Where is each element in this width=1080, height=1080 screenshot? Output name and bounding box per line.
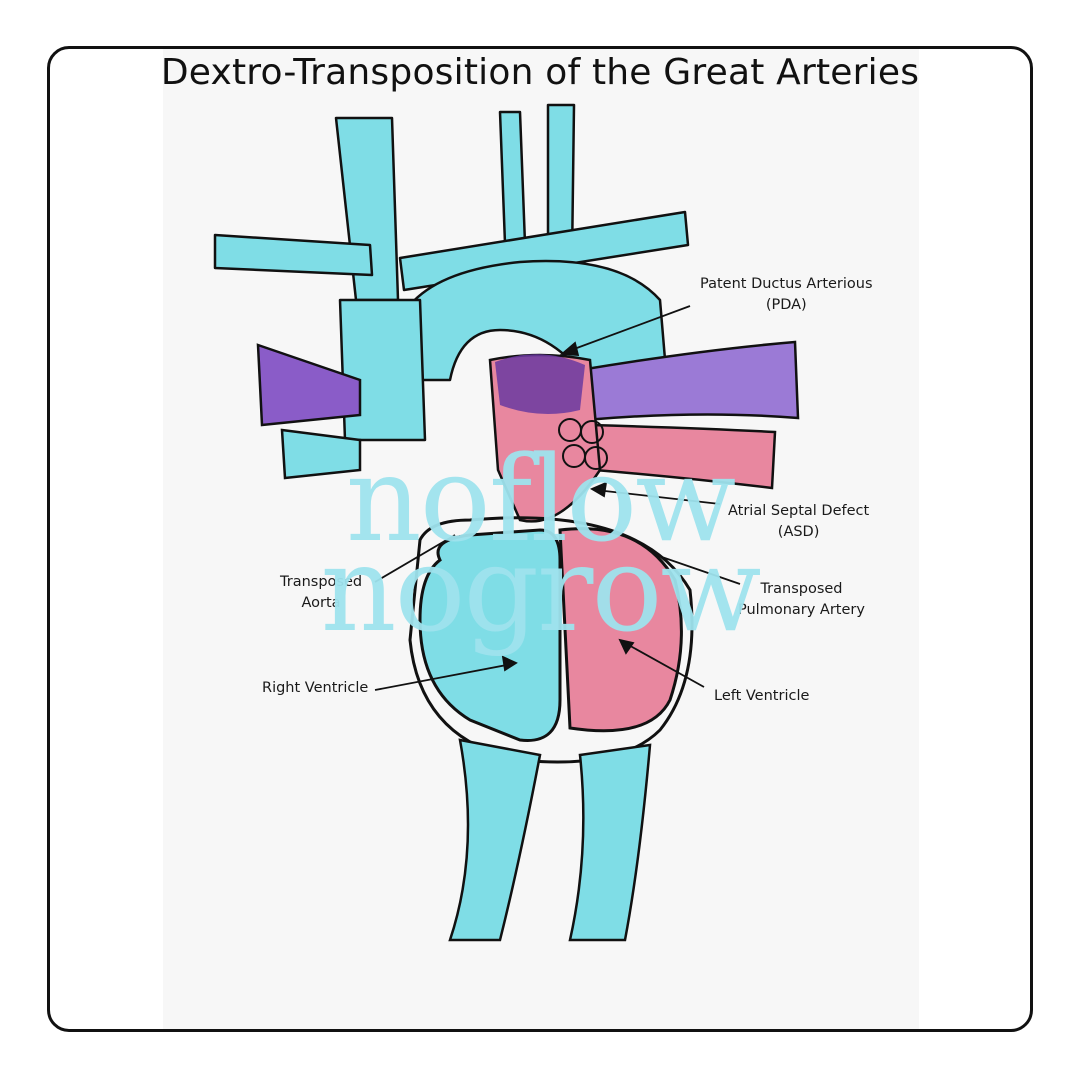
label-pda-line1: Patent Ductus Arterious [700,276,873,292]
label-asd: Atrial Septal Defect (ASD) [728,501,869,543]
watermark-line2: nogrow [320,520,761,658]
ventricles [408,516,694,764]
label-pulmonary-line2: Pulmonary Artery [738,602,865,618]
label-arrows [374,305,741,691]
pulmonary-veins [256,340,800,490]
label-asd-line2: (ASD) [777,524,820,540]
label-aorta-line1: Transposed [280,574,363,590]
left-atrium [488,353,608,523]
watermark-line1: noflow [345,430,737,568]
label-pulmonary-line1: Transposed [760,581,843,597]
label-pulmonary: Transposed Pulmonary Artery [738,579,865,621]
label-aorta-line2: Aorta [301,595,341,611]
label-lv: Left Ventricle [714,688,810,704]
label-asd-line1: Atrial Septal Defect [728,503,870,519]
label-aorta: Transposed Aorta [280,572,362,614]
label-rv: Right Ventricle [262,680,369,696]
diagram-title: Dextro-Transposition of the Great Arteri… [160,52,920,93]
diagram-frame [47,46,1033,1032]
label-pda-line2: (PDA) [765,297,807,313]
great-vessels-upper [213,103,690,442]
label-pda: Patent Ductus Arterious (PDA) [700,274,873,316]
great-vessels-lower [448,738,652,942]
